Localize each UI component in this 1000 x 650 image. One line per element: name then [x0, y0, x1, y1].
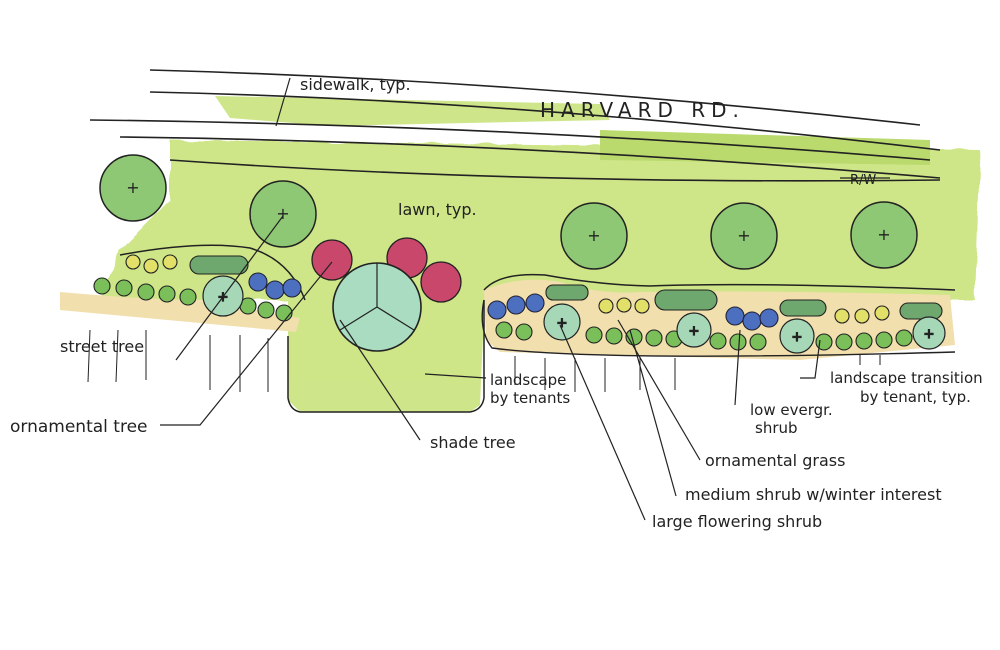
row-label: R/W [850, 173, 876, 188]
ornamental-grass-label: ornamental grass [705, 451, 845, 470]
low-evergreen-label-line1: low evergr. [750, 401, 833, 419]
ornamental-tree [311, 239, 353, 281]
lawn-area [100, 96, 980, 412]
lawn-label: lawn, typ. [398, 200, 477, 219]
large-flowering-shrubs: + + + + + [202, 275, 946, 354]
svg-text:+: + [792, 330, 803, 345]
low-evergreen-shrubs [248, 272, 779, 331]
large-flowering-shrub: + [779, 318, 815, 354]
street-trees: + + + + + [99, 154, 918, 270]
svg-text:+: + [276, 204, 289, 223]
road-lines [89, 69, 941, 182]
large-flowering-shrub: + [543, 303, 581, 341]
small-shrubs [93, 277, 913, 351]
low-evergreen-label-line2: shrub [755, 419, 798, 437]
large-shrub-label: large flowering shrub [652, 512, 822, 531]
street-tree: + [249, 180, 317, 248]
svg-text:+: + [737, 226, 750, 245]
shade-tree-label: shade tree [430, 433, 516, 452]
large-flowering-shrub: + [676, 312, 712, 348]
landscape-tenants-label-line2: by tenants [490, 389, 570, 407]
shade-tree [332, 262, 422, 352]
medium-shrub-label: medium shrub w/winter interest [685, 485, 942, 504]
ornamental-tree-label: ornamental tree [10, 417, 148, 437]
landscape-tenants-label-line1: landscape [490, 371, 566, 389]
street-tree: + [850, 201, 918, 269]
leader-lines [160, 77, 890, 521]
labels: HARVARD RD. sidewalk, typ. R/W lawn, typ… [10, 75, 983, 531]
street-tree: + [99, 154, 167, 222]
transition-label-line2: by tenant, typ. [860, 388, 971, 406]
sidewalk-label: sidewalk, typ. [300, 75, 411, 94]
svg-text:+: + [587, 226, 600, 245]
street-tree: + [560, 202, 628, 270]
road-name-label: HARVARD RD. [540, 98, 745, 122]
bed-ticks [87, 329, 881, 392]
svg-text:+: + [126, 178, 139, 197]
large-flowering-shrub: + [912, 316, 946, 350]
street-tree-label: street tree [60, 337, 144, 356]
ornamental-grasses [125, 254, 890, 324]
street-tree: + [710, 202, 778, 270]
svg-text:+: + [689, 324, 700, 339]
medium-shrubs [189, 255, 943, 320]
svg-text:+: + [877, 225, 890, 244]
ornamental-tree [420, 261, 462, 303]
svg-text:+: + [924, 327, 935, 342]
transition-label-line1: landscape transition [830, 369, 983, 387]
svg-text:+: + [557, 316, 568, 331]
